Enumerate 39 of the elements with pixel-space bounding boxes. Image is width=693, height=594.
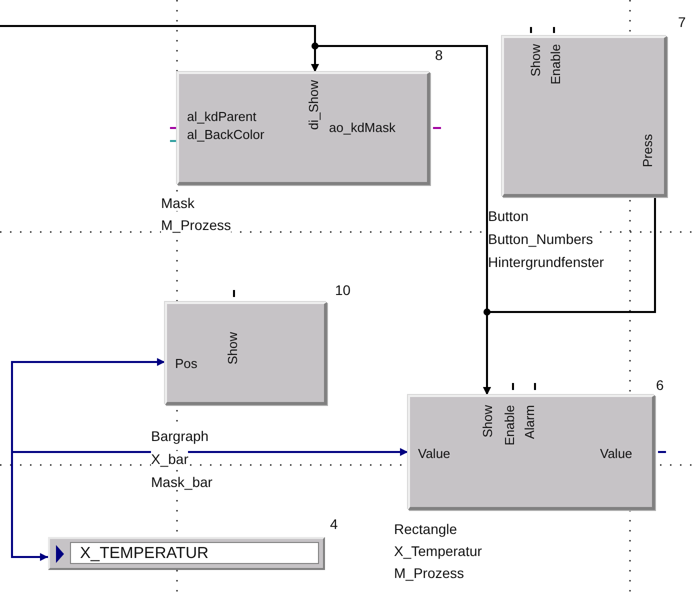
pin-label: Show xyxy=(225,332,240,365)
pin-label: Show xyxy=(480,405,495,438)
pin-label: Value xyxy=(418,446,450,461)
block-caption: X_Temperatur xyxy=(394,543,482,559)
connector xyxy=(11,358,165,452)
block-number: 6 xyxy=(656,377,664,393)
pin-label: Enable xyxy=(548,44,563,84)
pin-label: Value xyxy=(600,446,632,461)
block-caption: X_bar xyxy=(151,451,188,467)
block-caption: Button xyxy=(488,208,528,224)
pin-label: al_kdParent xyxy=(187,109,256,124)
pin-label: di_Show xyxy=(306,80,321,130)
block-number: 4 xyxy=(330,516,338,532)
connector xyxy=(11,452,48,561)
pin-label: ao_kdMask xyxy=(329,120,396,135)
block-caption: M_Prozess xyxy=(394,565,464,581)
connector xyxy=(12,448,408,456)
pin-label: al_BackColor xyxy=(187,127,264,142)
block-caption: Mask_bar xyxy=(151,474,212,490)
block-number: 8 xyxy=(435,47,443,63)
block-number: 7 xyxy=(678,14,686,30)
pin-label: Show xyxy=(528,44,543,77)
function-block xyxy=(408,395,655,510)
field-value: X_TEMPERATUR xyxy=(80,545,209,563)
block-caption: Button_Numbers xyxy=(488,231,594,247)
input-field xyxy=(48,537,325,570)
block-caption: Hintergrundfenster xyxy=(488,254,604,270)
pin-label: Pos xyxy=(175,356,198,371)
pin-label: Enable xyxy=(502,405,517,446)
function-block xyxy=(502,36,667,197)
function-block xyxy=(165,302,327,405)
block-caption: M_Prozess xyxy=(161,217,232,233)
block-number: 10 xyxy=(335,282,351,298)
block-caption: Mask xyxy=(161,195,194,211)
function-block xyxy=(177,72,430,185)
block-caption: Bargraph xyxy=(151,428,209,444)
pin-label: Press xyxy=(640,134,655,168)
pin-label: Alarm xyxy=(522,405,537,439)
block-caption: Rectangle xyxy=(394,521,458,537)
